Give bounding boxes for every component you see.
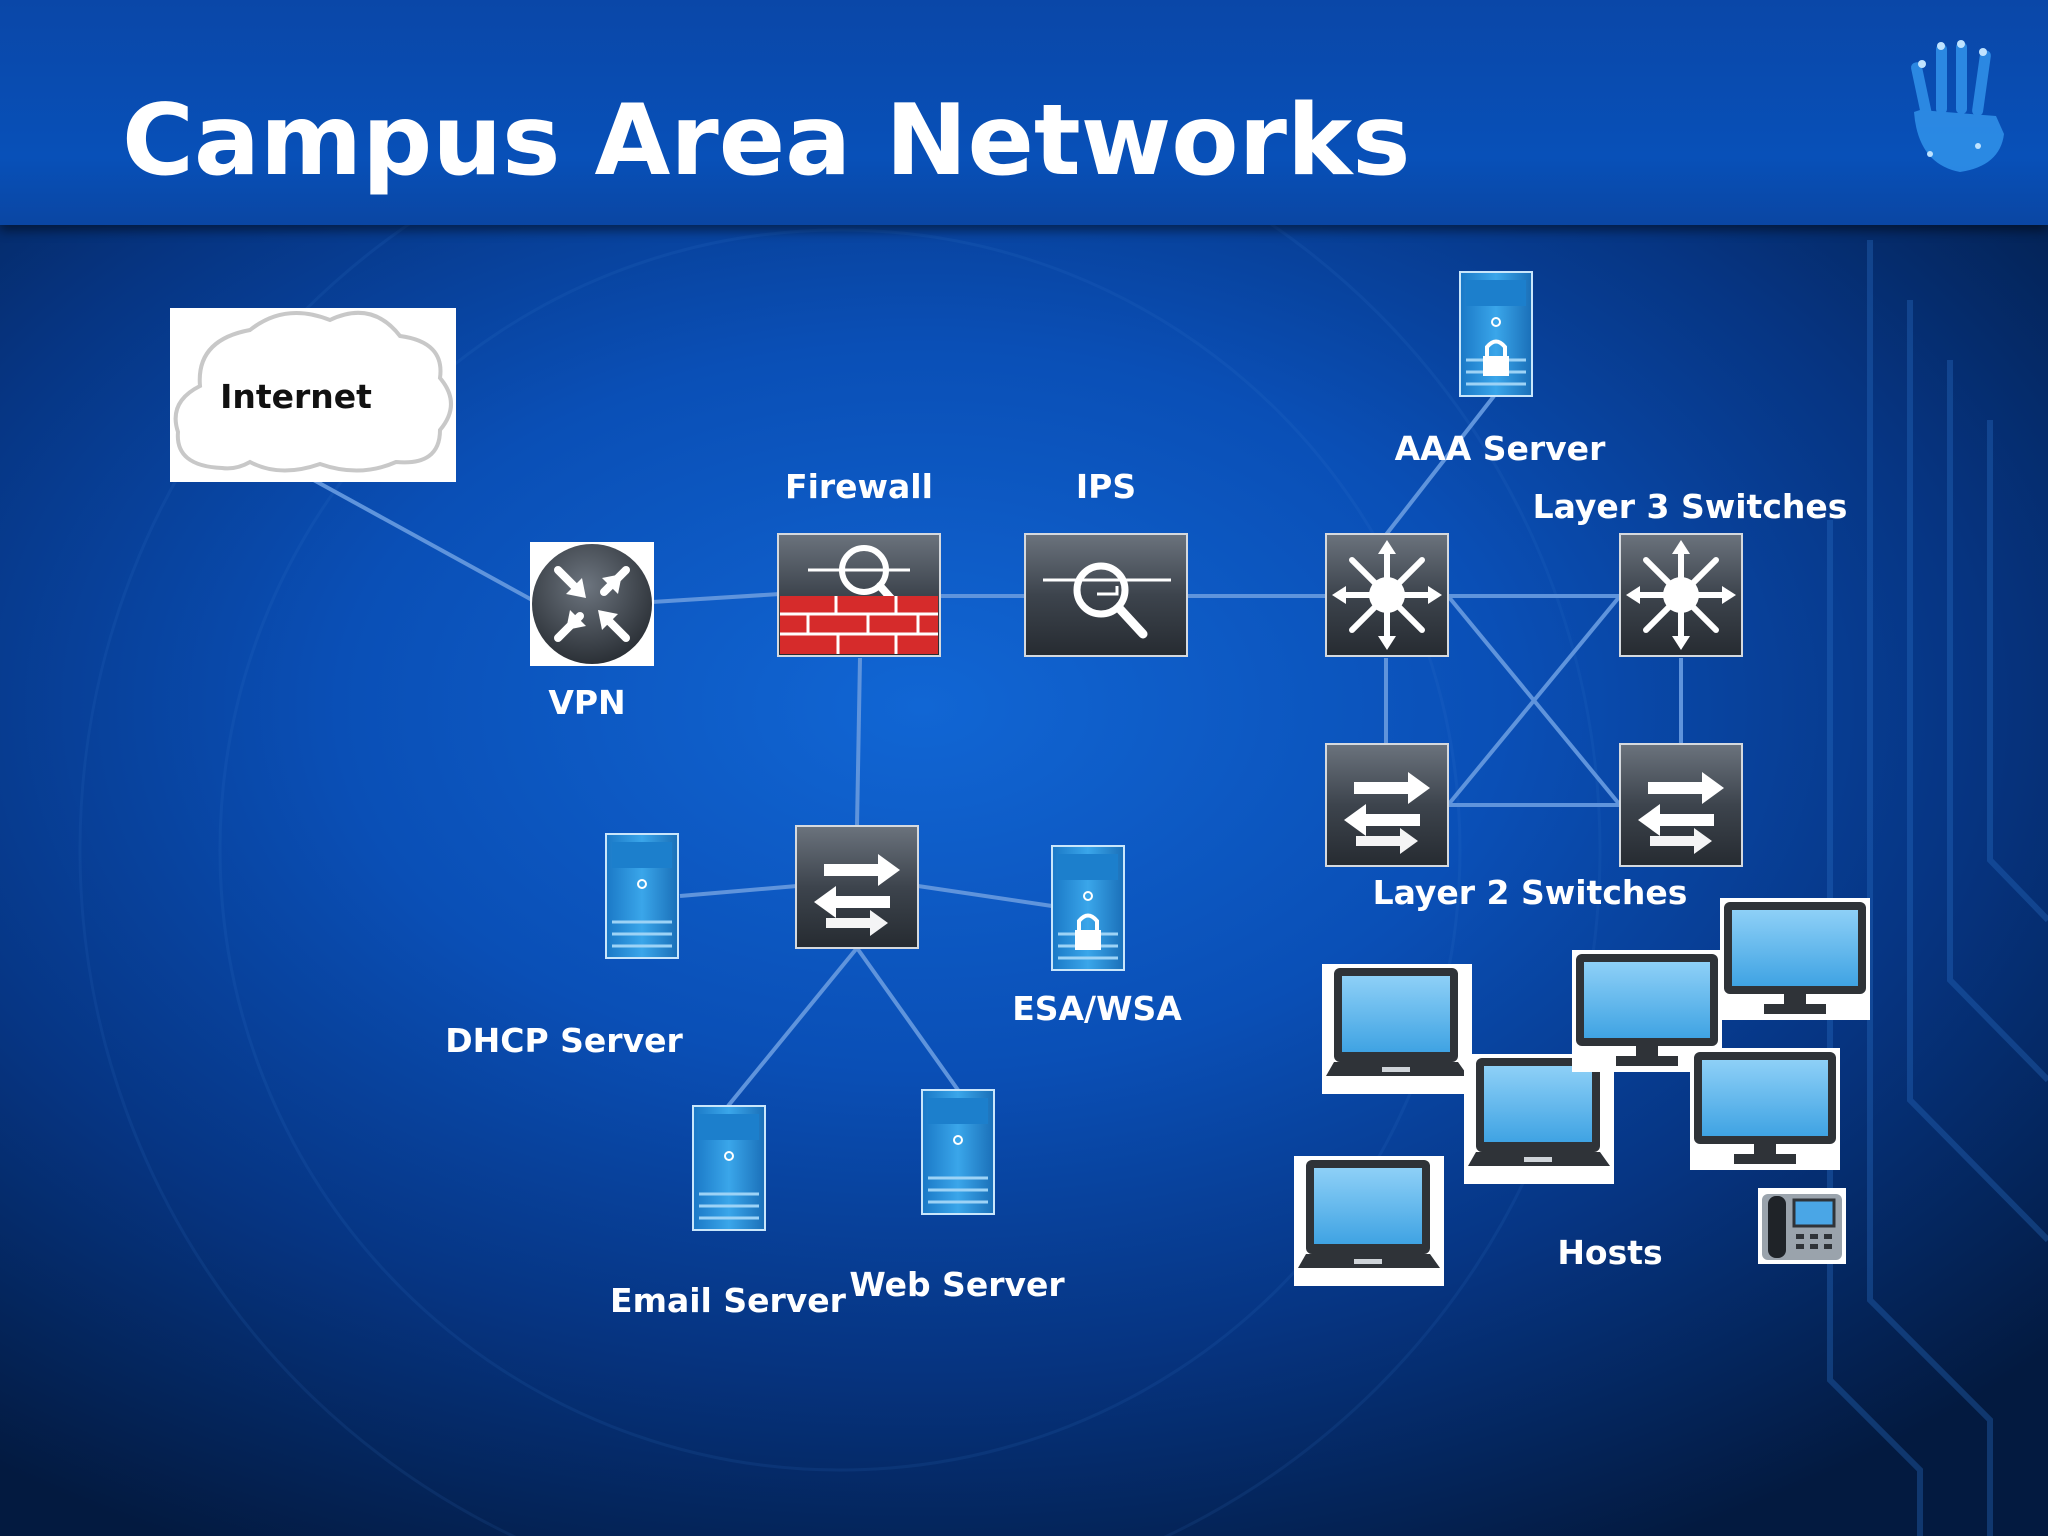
label-vpn: VPN xyxy=(548,683,625,722)
vpn-node xyxy=(530,542,654,666)
layer2-switch-icon xyxy=(1619,743,1743,867)
dhcp-server-icon xyxy=(604,832,680,960)
link-aaa-l3 xyxy=(1383,394,1496,538)
slide-title: Campus Area Networks xyxy=(122,84,1411,198)
cloud-icon xyxy=(173,310,453,473)
header-bar: Campus Area Networks xyxy=(0,0,2048,225)
esa-wsa-icon xyxy=(1050,844,1126,972)
label-internet: Internet xyxy=(220,377,372,416)
link-switch-email xyxy=(726,946,859,1108)
router-icon xyxy=(532,544,652,664)
label-esa-wsa: ESA/WSA xyxy=(1012,989,1182,1028)
link-dhcp-switch xyxy=(679,884,798,898)
hosts-group xyxy=(1294,898,1870,1286)
link-switch-web xyxy=(855,946,960,1092)
label-hosts: Hosts xyxy=(1557,1233,1662,1272)
email-server-icon xyxy=(691,1104,767,1232)
link-internet-vpn xyxy=(309,476,544,608)
label-ips: IPS xyxy=(1076,467,1136,506)
logo-hand-icon xyxy=(1911,40,2004,172)
label-layer3-switches: Layer 3 Switches xyxy=(1533,487,1848,526)
link-vpn-firewall xyxy=(651,592,781,604)
laptop-icon xyxy=(1294,1156,1444,1286)
ips-icon xyxy=(1024,533,1188,657)
aaa-server-icon xyxy=(1458,270,1534,398)
laptop-icon xyxy=(1464,1054,1614,1184)
network-links xyxy=(309,394,1683,1108)
layer3-switch-icon xyxy=(1620,534,1742,656)
monitor-icon xyxy=(1720,898,1870,1020)
layer2-switch-icon xyxy=(1325,743,1449,867)
label-firewall: Firewall xyxy=(785,467,933,506)
laptop-icon xyxy=(1322,964,1472,1094)
label-dhcp-server: DHCP Server xyxy=(445,1021,683,1060)
label-email-server: Email Server xyxy=(610,1281,847,1320)
web-server-icon xyxy=(920,1088,996,1216)
label-layer2-switches: Layer 2 Switches xyxy=(1373,873,1688,912)
link-firewall-switch xyxy=(855,657,862,827)
monitor-icon xyxy=(1690,1048,1840,1170)
internet-node: Internet xyxy=(170,308,456,482)
link-l3b-l2a xyxy=(1446,594,1622,807)
firewall-icon xyxy=(777,533,941,657)
label-aaa-server: AAA Server xyxy=(1395,429,1606,468)
link-switch-esa xyxy=(917,884,1053,908)
label-web-server: Web Server xyxy=(849,1265,1065,1304)
layer2-switch-icon xyxy=(795,825,919,949)
layer3-switch-icon xyxy=(1326,534,1448,656)
ip-phone-icon xyxy=(1758,1188,1846,1264)
